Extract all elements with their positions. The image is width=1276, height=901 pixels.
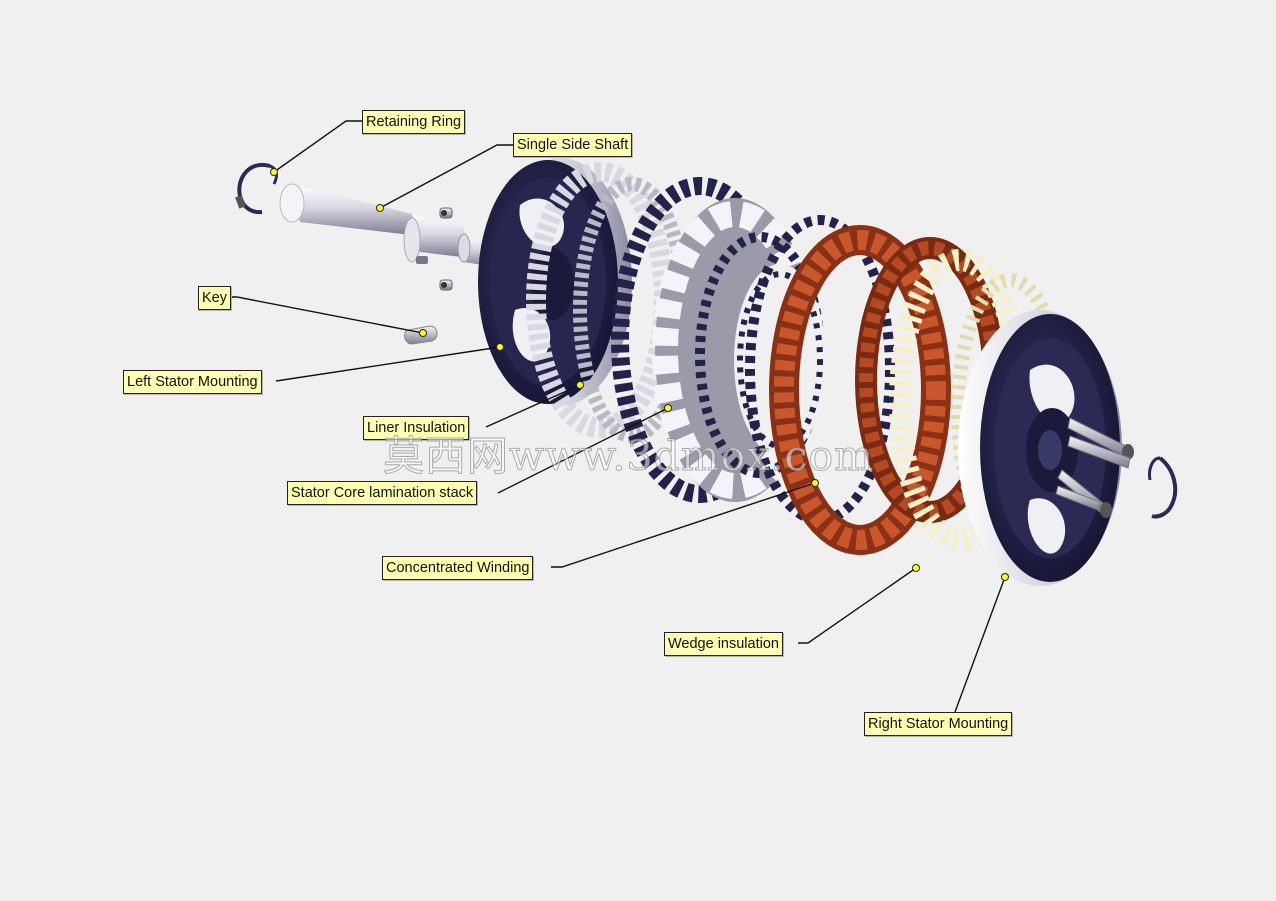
- anchor-wedge: [913, 565, 920, 572]
- anchor-left-mounting: [497, 344, 504, 351]
- anchor-liner: [577, 382, 584, 389]
- label-concentrated-winding: Concentrated Winding: [382, 556, 533, 580]
- label-stator-core: Stator Core lamination stack: [287, 481, 477, 505]
- anchor-key: [420, 330, 427, 337]
- label-right-stator-mounting: Right Stator Mounting: [864, 712, 1012, 736]
- label-key: Key: [198, 286, 231, 310]
- right-retaining-ring: [1149, 458, 1175, 517]
- label-left-stator-mounting: Left Stator Mounting: [123, 370, 262, 394]
- anchor-shaft: [377, 205, 384, 212]
- anchor-retaining-ring: [271, 169, 278, 176]
- label-retaining-ring: Retaining Ring: [362, 110, 465, 134]
- anchor-right-mounting: [1002, 574, 1009, 581]
- anchor-winding: [812, 480, 819, 487]
- label-single-side-shaft: Single Side Shaft: [513, 133, 632, 157]
- anchor-core: [665, 405, 672, 412]
- single-side-shaft: [280, 184, 502, 268]
- label-liner-insulation: Liner Insulation: [363, 416, 469, 440]
- label-wedge-insulation: Wedge insulation: [664, 632, 783, 656]
